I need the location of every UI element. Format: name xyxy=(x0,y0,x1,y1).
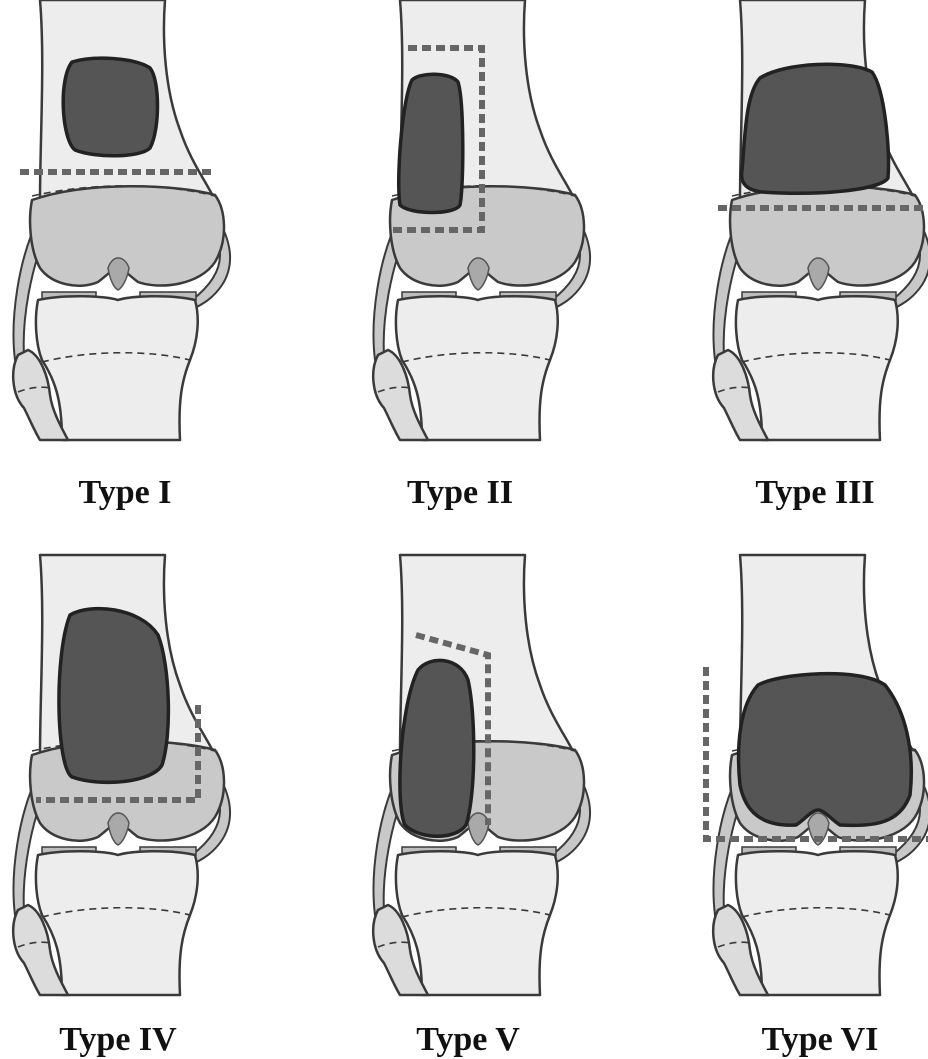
lesion xyxy=(59,609,168,783)
caption-type-vi: Type VI xyxy=(762,1021,879,1058)
panel-type-iv xyxy=(13,555,230,995)
panel-type-vi xyxy=(706,555,928,995)
panel-type-v xyxy=(373,555,590,995)
lesion xyxy=(400,660,474,836)
lesion xyxy=(399,74,463,212)
caption-type-i: Type I xyxy=(79,474,172,511)
panel-type-i xyxy=(13,0,230,440)
panel-type-ii xyxy=(373,0,590,440)
caption-type-ii: Type II xyxy=(407,474,513,511)
lesion xyxy=(742,64,889,193)
caption-type-iii: Type III xyxy=(755,474,874,511)
caption-type-iv: Type IV xyxy=(59,1021,177,1058)
caption-type-v: Type V xyxy=(416,1021,520,1058)
panel-type-iii xyxy=(713,0,928,440)
lesion xyxy=(739,674,912,826)
lesion xyxy=(63,58,157,156)
